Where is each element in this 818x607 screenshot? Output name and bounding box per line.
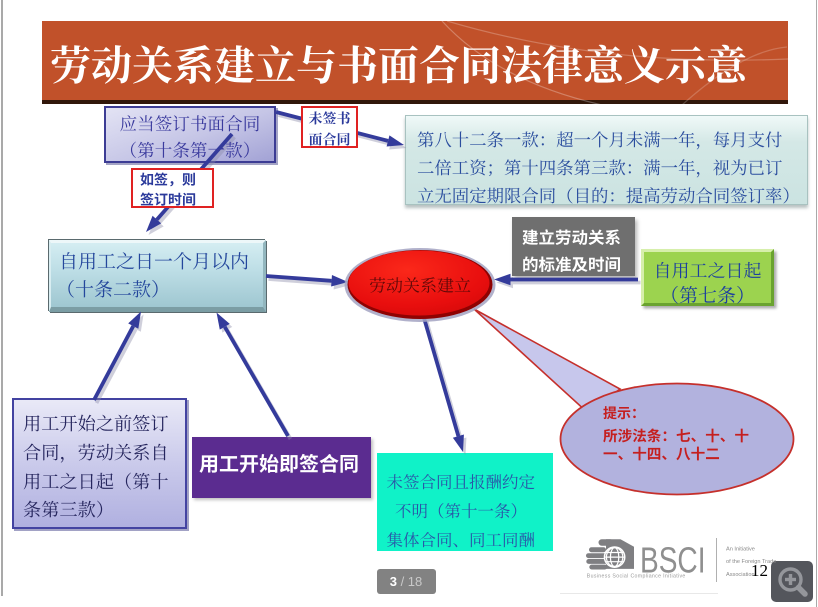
svg-text:An Initiative: An Initiative	[726, 546, 755, 552]
svg-text:Association: Association	[726, 572, 755, 578]
svg-text:BSCI: BSCI	[640, 540, 706, 580]
svg-text:12: 12	[751, 561, 768, 580]
svg-text:of the Foreign Trade: of the Foreign Trade	[726, 559, 776, 565]
svg-text:Business Social Compliance Ini: Business Social Compliance Initiative	[587, 573, 686, 579]
